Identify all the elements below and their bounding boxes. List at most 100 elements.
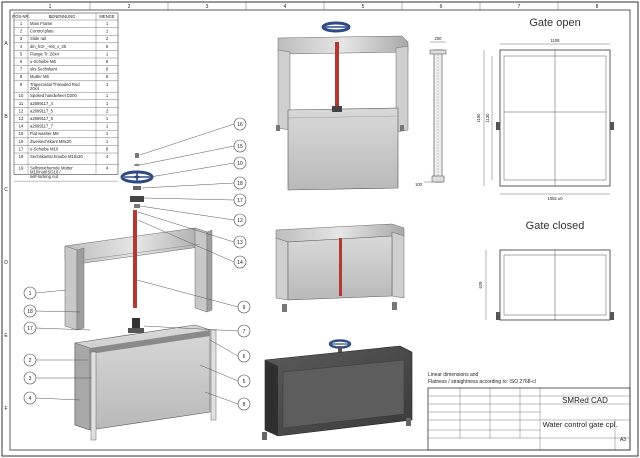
bom-qty-cell: 1 [106,131,109,136]
bom-name-cell: Slide rail [30,36,46,41]
bom-pos-cell: 11 [19,101,24,106]
main-frame-exploded [64,227,213,331]
bom-pos-cell: 6 [20,59,23,64]
balloon-label: 18 [237,181,243,187]
bom-name-cell: Control plate [30,29,54,34]
bom-pos-cell: 3 [20,36,23,41]
balloon-label: 17 [27,326,33,332]
balloon-label: 1 [29,291,32,297]
bom-qty-cell: 2 [106,36,109,41]
grid-ref-top: 1 2 3 4 5 6 7 8 [49,2,599,10]
iso-view-gate-closed [262,339,413,440]
grid-col-4: 4 [284,4,287,10]
balloon-label: 14 [237,260,243,266]
bom-qty-cell: 1 [106,116,109,121]
handwheel-exploded [120,170,154,184]
balloon-circle [237,349,251,363]
bom-name-cell: sks Sechskant [30,67,58,72]
dim-open-height: 1190 [476,113,481,123]
bom-name-cell: a2699117_6 [30,116,54,121]
bom-qty-cell: 1 [106,29,109,34]
grid-row-e: E [4,333,8,339]
balloon-circle [233,139,247,153]
grid-col-8: 8 [596,4,599,10]
grid-row-b: B [4,114,8,120]
bom-pos-cell: 14 [19,124,24,129]
bom-pos-cell: 16 [19,139,24,144]
balloon-label: 16 [237,122,243,128]
grid-col-3: 3 [206,4,209,10]
grid-row-a: A [4,41,8,47]
front-view-gate-open: Gate open 1108 1190 1130 1062 ±0 [476,17,614,201]
bom-pos-cell: 19 [19,165,24,170]
bom-qty-cell: 8 [106,59,109,64]
balloon-circle [233,255,247,269]
slide-rail-right [210,329,217,421]
bom-pos-cell: 17 [19,146,24,151]
balloon-label: 18 [27,309,33,315]
bom-qty-cell: 1 [106,51,109,56]
balloon-circle [23,321,37,335]
bom-pos-cell: 5 [20,51,23,56]
bom-pos-cell: 4 [20,44,23,49]
balloon-label: 3 [29,376,32,382]
bom-header-cell: POS-NR. [12,14,29,19]
balloon-label: 6 [243,354,246,360]
balloon-circle [23,286,37,300]
bom-header-cell: MENGE [99,14,115,19]
bom-qty-cell: 4 [106,154,109,159]
bom-qty-cell: 4 [106,165,109,170]
bom-name-cell: u-Scheibe M10 [30,146,59,151]
dim-open-inner-height: 1130 [485,113,490,123]
balloon-label: 5 [243,379,246,385]
balloon-label: 12 [237,218,243,224]
bom-name-cell: din_fn3-_-m6_x_35 [30,44,67,49]
bom-qty-cell: 8 [106,146,109,151]
front-view-gate-closed: Gate closed 629 [478,220,614,321]
grid-col-6: 6 [440,4,443,10]
balloon-circle [233,156,247,170]
balloon-label: 2 [29,358,32,364]
threaded-rod-exploded [133,210,137,308]
bom-pos-cell: 12 [19,108,24,113]
bom-qty-cell: 2 [106,108,109,113]
bom-pos-cell: 15 [19,131,24,136]
bom-qty-cell: 1 [106,93,109,98]
bom-pos-cell: 1 [20,21,23,26]
company-name: SMRed CAD [562,396,608,405]
bom-name-cell: a2699117_4 [30,101,54,106]
bom-border [13,12,119,175]
balloon-label: 9 [243,305,246,311]
slide-rail-left [90,351,97,441]
bom-pos-cell: 2 [20,29,23,34]
bom-name-cell: Sechskantschraube M10x30 [30,154,84,159]
bom-qty-cell: 6 [106,74,109,79]
dim-closed-height: 629 [478,281,483,289]
balloon-circle [233,213,247,227]
balloon-circle [237,397,251,411]
dim-side-bottom: 100 [415,182,423,187]
bom-name-cell: u-Scheibe M6 [30,59,57,64]
balloon-circle [237,300,251,314]
balloon-label: 10 [237,161,243,167]
grid-row-d: D [4,260,8,266]
grid-col-7: 7 [518,4,521,10]
balloon-circle [237,374,251,388]
gate-open-title: Gate open [529,17,580,29]
bom-header-cell: BENENNUNG [49,14,76,19]
bom-pos-cell: 10 [19,93,24,98]
balloon-label: 8 [243,402,246,408]
grid-row-f: F [4,406,7,412]
bom-name-cell: a2699117_7 [30,124,54,129]
dim-open-width: 1108 [550,38,560,43]
bom-name-cell: Zweisechskant M8x20 [30,139,72,144]
hardware-stack [130,153,144,208]
bom-name-cell: Spoked handwheel D200 [30,93,77,98]
balloon-circle [23,371,37,385]
dim-side-top: 200 [435,36,443,41]
bom-qty-cell: 1 [106,101,109,106]
